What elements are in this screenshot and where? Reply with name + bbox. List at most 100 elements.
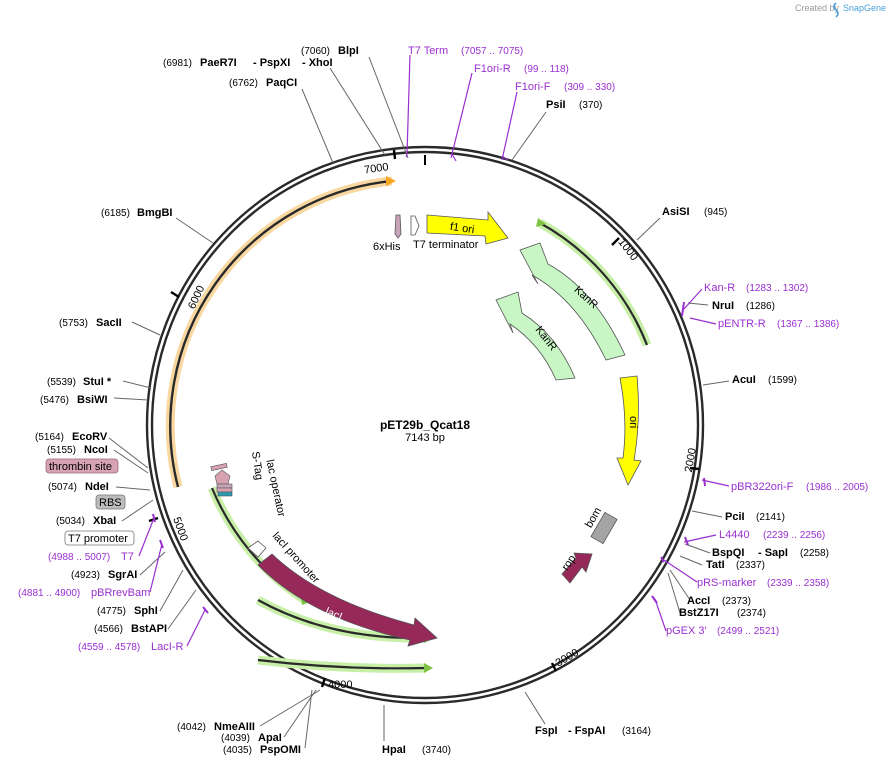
enzyme-name-paer7i[interactable]: PaeR7I: [200, 57, 237, 69]
thrombin-site-box-label[interactable]: [45, 458, 119, 474]
enzyme-name-bsiwi[interactable]: BsiWI: [77, 394, 108, 406]
enzyme-pos-sgrai: (4923): [71, 570, 100, 581]
enzyme-pos-ecorv: (5164): [35, 432, 64, 443]
leader-pspomi: [304, 689, 313, 749]
enzyme-name-stui[interactable]: StuI *: [83, 376, 112, 388]
leader-pcii: [691, 510, 723, 518]
primer-range-t7term: (7057 .. 7075): [461, 46, 523, 57]
t7-promoter-box-label[interactable]: [64, 530, 135, 546]
enzyme-name-tati[interactable]: TatI: [706, 559, 725, 571]
primer-range-prs-marker: (2339 .. 2358): [767, 578, 829, 589]
green-arc-right-line: [539, 222, 649, 346]
primer-name-pbr322ori-f[interactable]: pBR322ori-F: [731, 481, 794, 493]
primer-tick-t7: [152, 513, 156, 523]
leader-bspqi: [684, 543, 711, 554]
enzyme-pos-nmeaiii: (4042): [177, 722, 206, 733]
enzyme-name-xbai[interactable]: XbaI: [93, 515, 116, 527]
his-tag-marker[interactable]: [394, 214, 402, 239]
enzyme-name-bstz17i[interactable]: BstZ17I: [679, 607, 719, 619]
primer-tick-laci-r: [202, 606, 209, 614]
enzyme-name-pspomi[interactable]: PspOMI: [260, 744, 301, 756]
primer-tick-kan-r: [681, 301, 685, 317]
enzyme-name-acui[interactable]: AcuI: [732, 374, 756, 386]
enzyme-name-fspai[interactable]: - FspAI: [568, 725, 605, 737]
primer-name-pentr-r[interactable]: pENTR-R: [718, 318, 766, 330]
enzyme-name-asisi[interactable]: AsiSI: [662, 206, 690, 218]
primer-tick-pgex: [651, 595, 658, 604]
f1-ori-feature[interactable]: f1 ori: [426, 210, 509, 245]
enzyme-name-ecorv[interactable]: EcoRV: [72, 431, 108, 443]
leader-xhoi: [329, 67, 386, 156]
enzyme-name-acci[interactable]: AccI: [687, 595, 710, 607]
enzyme-name-apai[interactable]: ApaI: [258, 732, 282, 744]
primer-name-kan-r[interactable]: Kan-R: [704, 282, 735, 294]
enzyme-pos-paqci: (6762): [229, 78, 258, 89]
green-arc-right-arrowhead: [536, 218, 546, 227]
primer-name-pbrrevbam[interactable]: pBRrevBam: [91, 587, 150, 599]
primer-leader-pgex3: [654, 598, 667, 632]
enzyme-name-pspxi[interactable]: - PspXI: [253, 57, 290, 69]
laci-promoter-arrow[interactable]: [247, 540, 267, 558]
cds-cluster[interactable]: [210, 463, 233, 497]
primer-name-prs-marker[interactable]: pRS-marker: [697, 577, 757, 589]
primer-name-f1ori-f[interactable]: F1ori-F: [515, 81, 551, 93]
backbone-inner-ring: [150, 150, 700, 700]
primer-leaders: [138, 54, 730, 647]
enzyme-name-bmgbi[interactable]: BmgBI: [137, 207, 172, 219]
enzyme-name-ncoi[interactable]: NcoI: [84, 444, 108, 456]
primer-name-t7term[interactable]: T7 Term: [408, 45, 448, 57]
primer-name-pgex3[interactable]: pGEX 3': [666, 625, 707, 637]
leader-stui: [122, 380, 152, 389]
enzyme-name-nmeaiii[interactable]: NmeAIII: [214, 721, 255, 733]
leader-acci: [669, 569, 691, 601]
enzyme-name-psii[interactable]: PsiI: [546, 99, 566, 111]
green-arc-bottom2-line: [257, 658, 427, 670]
enzyme-pos-apai: (4039): [221, 733, 250, 744]
bom-box[interactable]: [590, 511, 618, 545]
laci-feature[interactable]: lacI: [257, 553, 438, 647]
enzyme-name-fspi[interactable]: FspI: [535, 725, 558, 737]
rop-arrow[interactable]: [561, 552, 593, 584]
primer-range-f1ori-f: (309 .. 330): [564, 82, 615, 93]
ori-label: ori: [627, 416, 639, 428]
leader-paqci: [301, 88, 334, 164]
primer-name-l4440[interactable]: L4440: [719, 529, 750, 541]
enzyme-name-nrui[interactable]: NruI: [712, 300, 734, 312]
enzyme-name-hpai[interactable]: HpaI: [382, 744, 406, 756]
enzyme-name-ndei[interactable]: NdeI: [85, 481, 109, 493]
enzyme-name-bstapi[interactable]: BstAPI: [131, 623, 167, 635]
leader-psii: [511, 111, 547, 161]
enzyme-name-sgrai[interactable]: SgrAI: [108, 569, 137, 581]
thrombin-site-label: thrombin site: [49, 461, 112, 473]
enzyme-name-sapi[interactable]: - SapI: [758, 547, 788, 559]
watermark-created-by: Created by: [795, 3, 840, 13]
enzyme-name-sphi[interactable]: SphI: [134, 605, 158, 617]
enzyme-name-sacii[interactable]: SacII: [96, 317, 122, 329]
enzyme-name-bspqi[interactable]: BspQI: [712, 547, 744, 559]
kanr-inner-feature[interactable]: KanR: [495, 291, 576, 381]
ori-feature[interactable]: ori: [616, 375, 642, 486]
enzyme-name-pcii[interactable]: PciI: [725, 511, 745, 523]
enzyme-pos-hpai: (3740): [422, 745, 451, 756]
s-tag-arrow: [214, 469, 231, 485]
rbs-label: RBS: [99, 497, 122, 509]
enzyme-name-blpi[interactable]: BlpI: [338, 45, 359, 57]
leader-tati: [679, 555, 703, 566]
enzyme-name-xhoi[interactable]: - XhoI: [302, 57, 333, 69]
primer-name-t7[interactable]: T7: [121, 551, 134, 563]
enzyme-pos-tati: (2337): [736, 560, 765, 571]
primer-name-f1ori-r[interactable]: F1ori-R: [474, 63, 511, 75]
kanr-inner-arrow: [495, 291, 576, 381]
tick-mark-3000: [550, 662, 558, 672]
enzyme-pos-bstz17i: (2374): [737, 608, 766, 619]
kanr-outer-arrow: [519, 242, 626, 361]
t7-promoter-box: [217, 491, 233, 497]
rbs-box-label[interactable]: [95, 494, 126, 510]
enzyme-name-paqci[interactable]: PaqCI: [266, 77, 297, 89]
t7-terminator-arrow[interactable]: [410, 215, 420, 236]
enzyme-pos-ncoi: (5155): [47, 445, 76, 456]
primer-name-laci-r[interactable]: LacI-R: [151, 641, 183, 653]
primer-tick-pbr322: [703, 477, 706, 487]
